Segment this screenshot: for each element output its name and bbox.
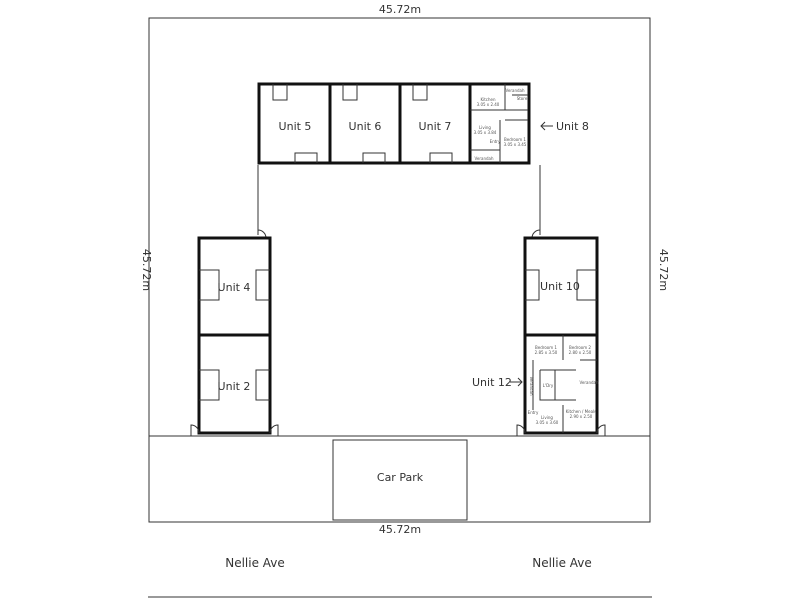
unit-12-label: Unit 12 xyxy=(472,376,512,389)
svg-text:Living: Living xyxy=(479,125,491,130)
unit-8-room-labels: Verandah Store Kitchen 3.05 x 2.40 Livin… xyxy=(474,88,528,161)
unit-7-label: Unit 7 xyxy=(419,120,452,133)
street-label-right: Nellie Ave xyxy=(532,556,592,570)
street-label-left: Nellie Ave xyxy=(225,556,285,570)
unit-5-label: Unit 5 xyxy=(279,120,312,133)
left-dimension: 45.72m xyxy=(140,249,153,291)
unit-12-room-labels: Bedroom 1 2.85 x 3.50 Bedroom 2 2.80 x 2… xyxy=(528,345,599,425)
right-dimension: 45.72m xyxy=(657,249,670,291)
top-building xyxy=(257,82,531,165)
car-park xyxy=(332,439,468,521)
unit-2-label: Unit 2 xyxy=(218,380,251,393)
svg-text:Verandah: Verandah xyxy=(529,376,534,396)
left-building xyxy=(190,236,279,436)
svg-text:3.05 x 2.40: 3.05 x 2.40 xyxy=(477,102,500,107)
svg-text:2.85 x 3.50: 2.85 x 3.50 xyxy=(535,350,558,355)
svg-text:Verandah: Verandah xyxy=(505,88,525,93)
arrow-icon xyxy=(510,377,523,387)
svg-text:Store: Store xyxy=(517,96,528,101)
unit-4-label: Unit 4 xyxy=(218,281,251,294)
walkways xyxy=(257,165,541,239)
unit-6-label: Unit 6 xyxy=(349,120,382,133)
svg-text:Bedroom 1: Bedroom 1 xyxy=(535,345,557,350)
svg-text:3.05 x 3.45: 3.05 x 3.45 xyxy=(504,142,527,147)
top-dimension: 45.72m xyxy=(379,3,421,16)
svg-text:Verandah: Verandah xyxy=(579,380,599,385)
svg-text:Bedroom 2: Bedroom 2 xyxy=(569,345,591,350)
svg-text:2.90 x 2.50: 2.90 x 2.50 xyxy=(570,414,593,419)
svg-text:Entry: Entry xyxy=(490,139,501,144)
unit-8-label: Unit 8 xyxy=(556,120,589,133)
bottom-dimension: 45.72m xyxy=(379,523,421,536)
right-building xyxy=(516,236,606,436)
svg-text:3.05 x 3.60: 3.05 x 3.60 xyxy=(536,420,559,425)
svg-text:L'Dry: L'Dry xyxy=(543,383,554,388)
car-park-label: Car Park xyxy=(377,471,424,484)
svg-text:Kitchen / Meals: Kitchen / Meals xyxy=(566,409,596,414)
svg-text:Bedroom 1: Bedroom 1 xyxy=(504,137,526,142)
svg-text:Living: Living xyxy=(541,415,553,420)
svg-text:Verandah: Verandah xyxy=(474,156,494,161)
svg-text:3.05 x 3.84: 3.05 x 3.84 xyxy=(474,130,497,135)
unit-10-label: Unit 10 xyxy=(540,280,580,293)
svg-text:Entry: Entry xyxy=(528,410,539,415)
svg-text:2.80 x 2.50: 2.80 x 2.50 xyxy=(569,350,592,355)
arrow-icon xyxy=(540,121,553,131)
site-boundary xyxy=(148,17,651,523)
svg-text:Kitchen: Kitchen xyxy=(480,97,495,102)
